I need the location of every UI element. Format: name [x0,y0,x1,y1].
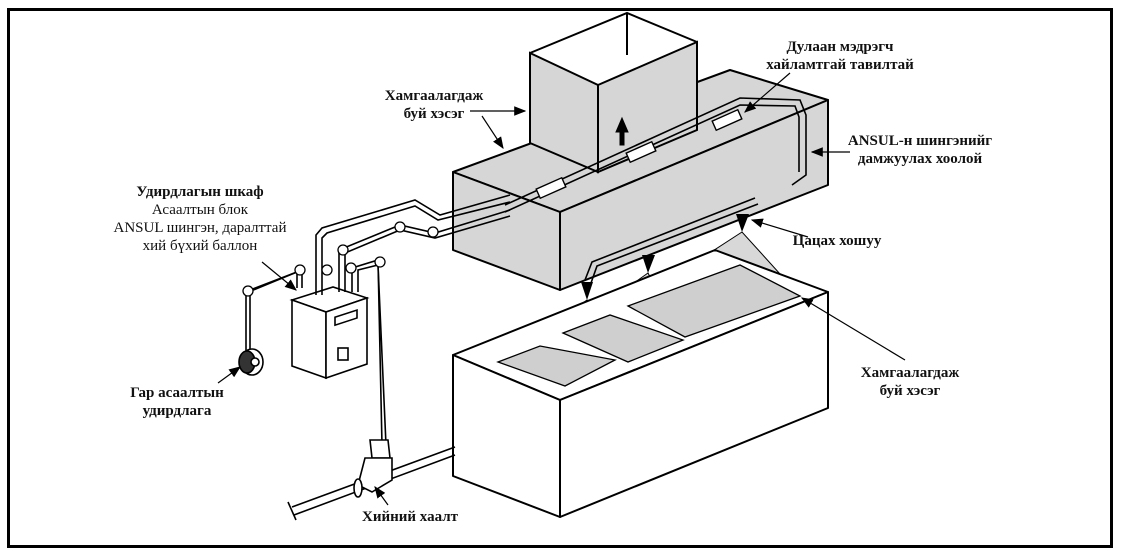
label-heat-detector: Дулаан мэдрэгч хайламтгай тавилтай [755,38,925,74]
nozzle-pipe [584,197,759,284]
label-protected-part-bottom: Хамгаалагдаж буй хэсэг [855,364,965,400]
nozzle-icon [642,255,655,273]
label-ansul-pipe: ANSUL-н шингэнийг дамжуулах хоолой [840,132,1000,168]
label-nozzle: Цацах хошуу [782,232,892,250]
nozzle-icon [581,282,593,300]
leader-lines [217,72,906,506]
label-line: Дулаан мэдрэгч [786,39,894,55]
vat [561,314,685,363]
manual-pull-station [238,348,264,376]
label-line: буй хэсэг [403,106,465,122]
nozzle-icon [736,214,749,232]
label-line: Хамгаалагдаж [860,365,960,381]
label-line: Удирдлагын шкаф [136,184,264,200]
label-line: Гар асаалтын [130,385,224,401]
label-line: Хамгаалагдаж [384,88,484,104]
label-control-cabinet: Удирдлагын шкаф Асаалтын блок ANSUL шинг… [95,183,305,255]
fryer-vats [496,264,802,387]
nozzles [581,214,749,300]
label-line: Цацах хошуу [792,233,882,249]
detection-line [504,97,807,213]
heat-detector [535,176,567,200]
heat-detectors [535,108,743,200]
exhaust-duct [529,11,698,174]
label-line: Хийний хаалт [361,509,458,525]
label-line: ANSUL шингэн, даралттай [113,220,287,236]
label-line: хий бүхий баллон [142,238,258,254]
vat [626,264,802,338]
gas-valve [353,439,393,498]
pulleys [242,221,439,297]
fryer-side-face [559,291,829,518]
exhaust-arrow-icon [615,116,629,146]
label-line: дамжуулах хоолой [857,151,983,167]
label-line: хайламтгай тавилтай [766,57,914,73]
label-line: ANSUL-н шингэнийг [847,133,993,149]
label-manual-pull: Гар асаалтын удирдлага [122,384,232,420]
label-line: Асаалтын блок [151,202,249,218]
heat-detector [711,108,743,132]
heat-detector [625,140,657,164]
label-line: удирдлага [142,403,212,419]
label-gas-valve: Хийний хаалт [350,508,470,526]
label-line: буй хэсэг [879,383,941,399]
label-protected-part-top: Хамгаалагдаж буй хэсэг [384,87,484,123]
control-cabinet [289,286,370,380]
vat [496,345,617,387]
hood-side-face [559,99,829,291]
